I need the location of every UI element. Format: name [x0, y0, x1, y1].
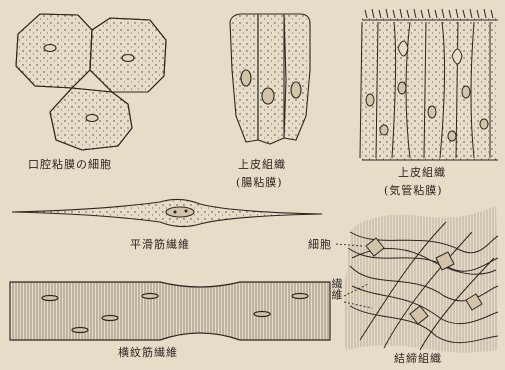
label-smooth-muscle-fiber: 平滑筋繊維: [130, 238, 190, 251]
intestinal-epithelium: [230, 14, 310, 144]
label-intestinal-mucosa: (腸粘膜): [236, 176, 283, 189]
oral-mucosa-cells: [16, 14, 166, 150]
tracheal-epithelium: [360, 9, 498, 160]
label-fiber: 繊維: [330, 278, 343, 300]
label-intestinal-epithelium: 上皮組織: [238, 158, 286, 171]
label-connective-tissue: 結締組織: [394, 352, 442, 365]
smooth-muscle-fiber: [12, 199, 322, 226]
label-tracheal-epithelium: 上皮組織: [398, 166, 446, 179]
striated-muscle-fiber: [10, 282, 330, 340]
label-tracheal-mucosa: (気管粘膜): [384, 184, 443, 197]
label-cell: 細胞: [308, 238, 332, 251]
connective-tissue: [344, 206, 498, 353]
label-striated-muscle-fiber: 横紋筋繊維: [118, 346, 178, 359]
label-oral-mucosa-cells: 口腔粘膜の細胞: [28, 158, 112, 171]
